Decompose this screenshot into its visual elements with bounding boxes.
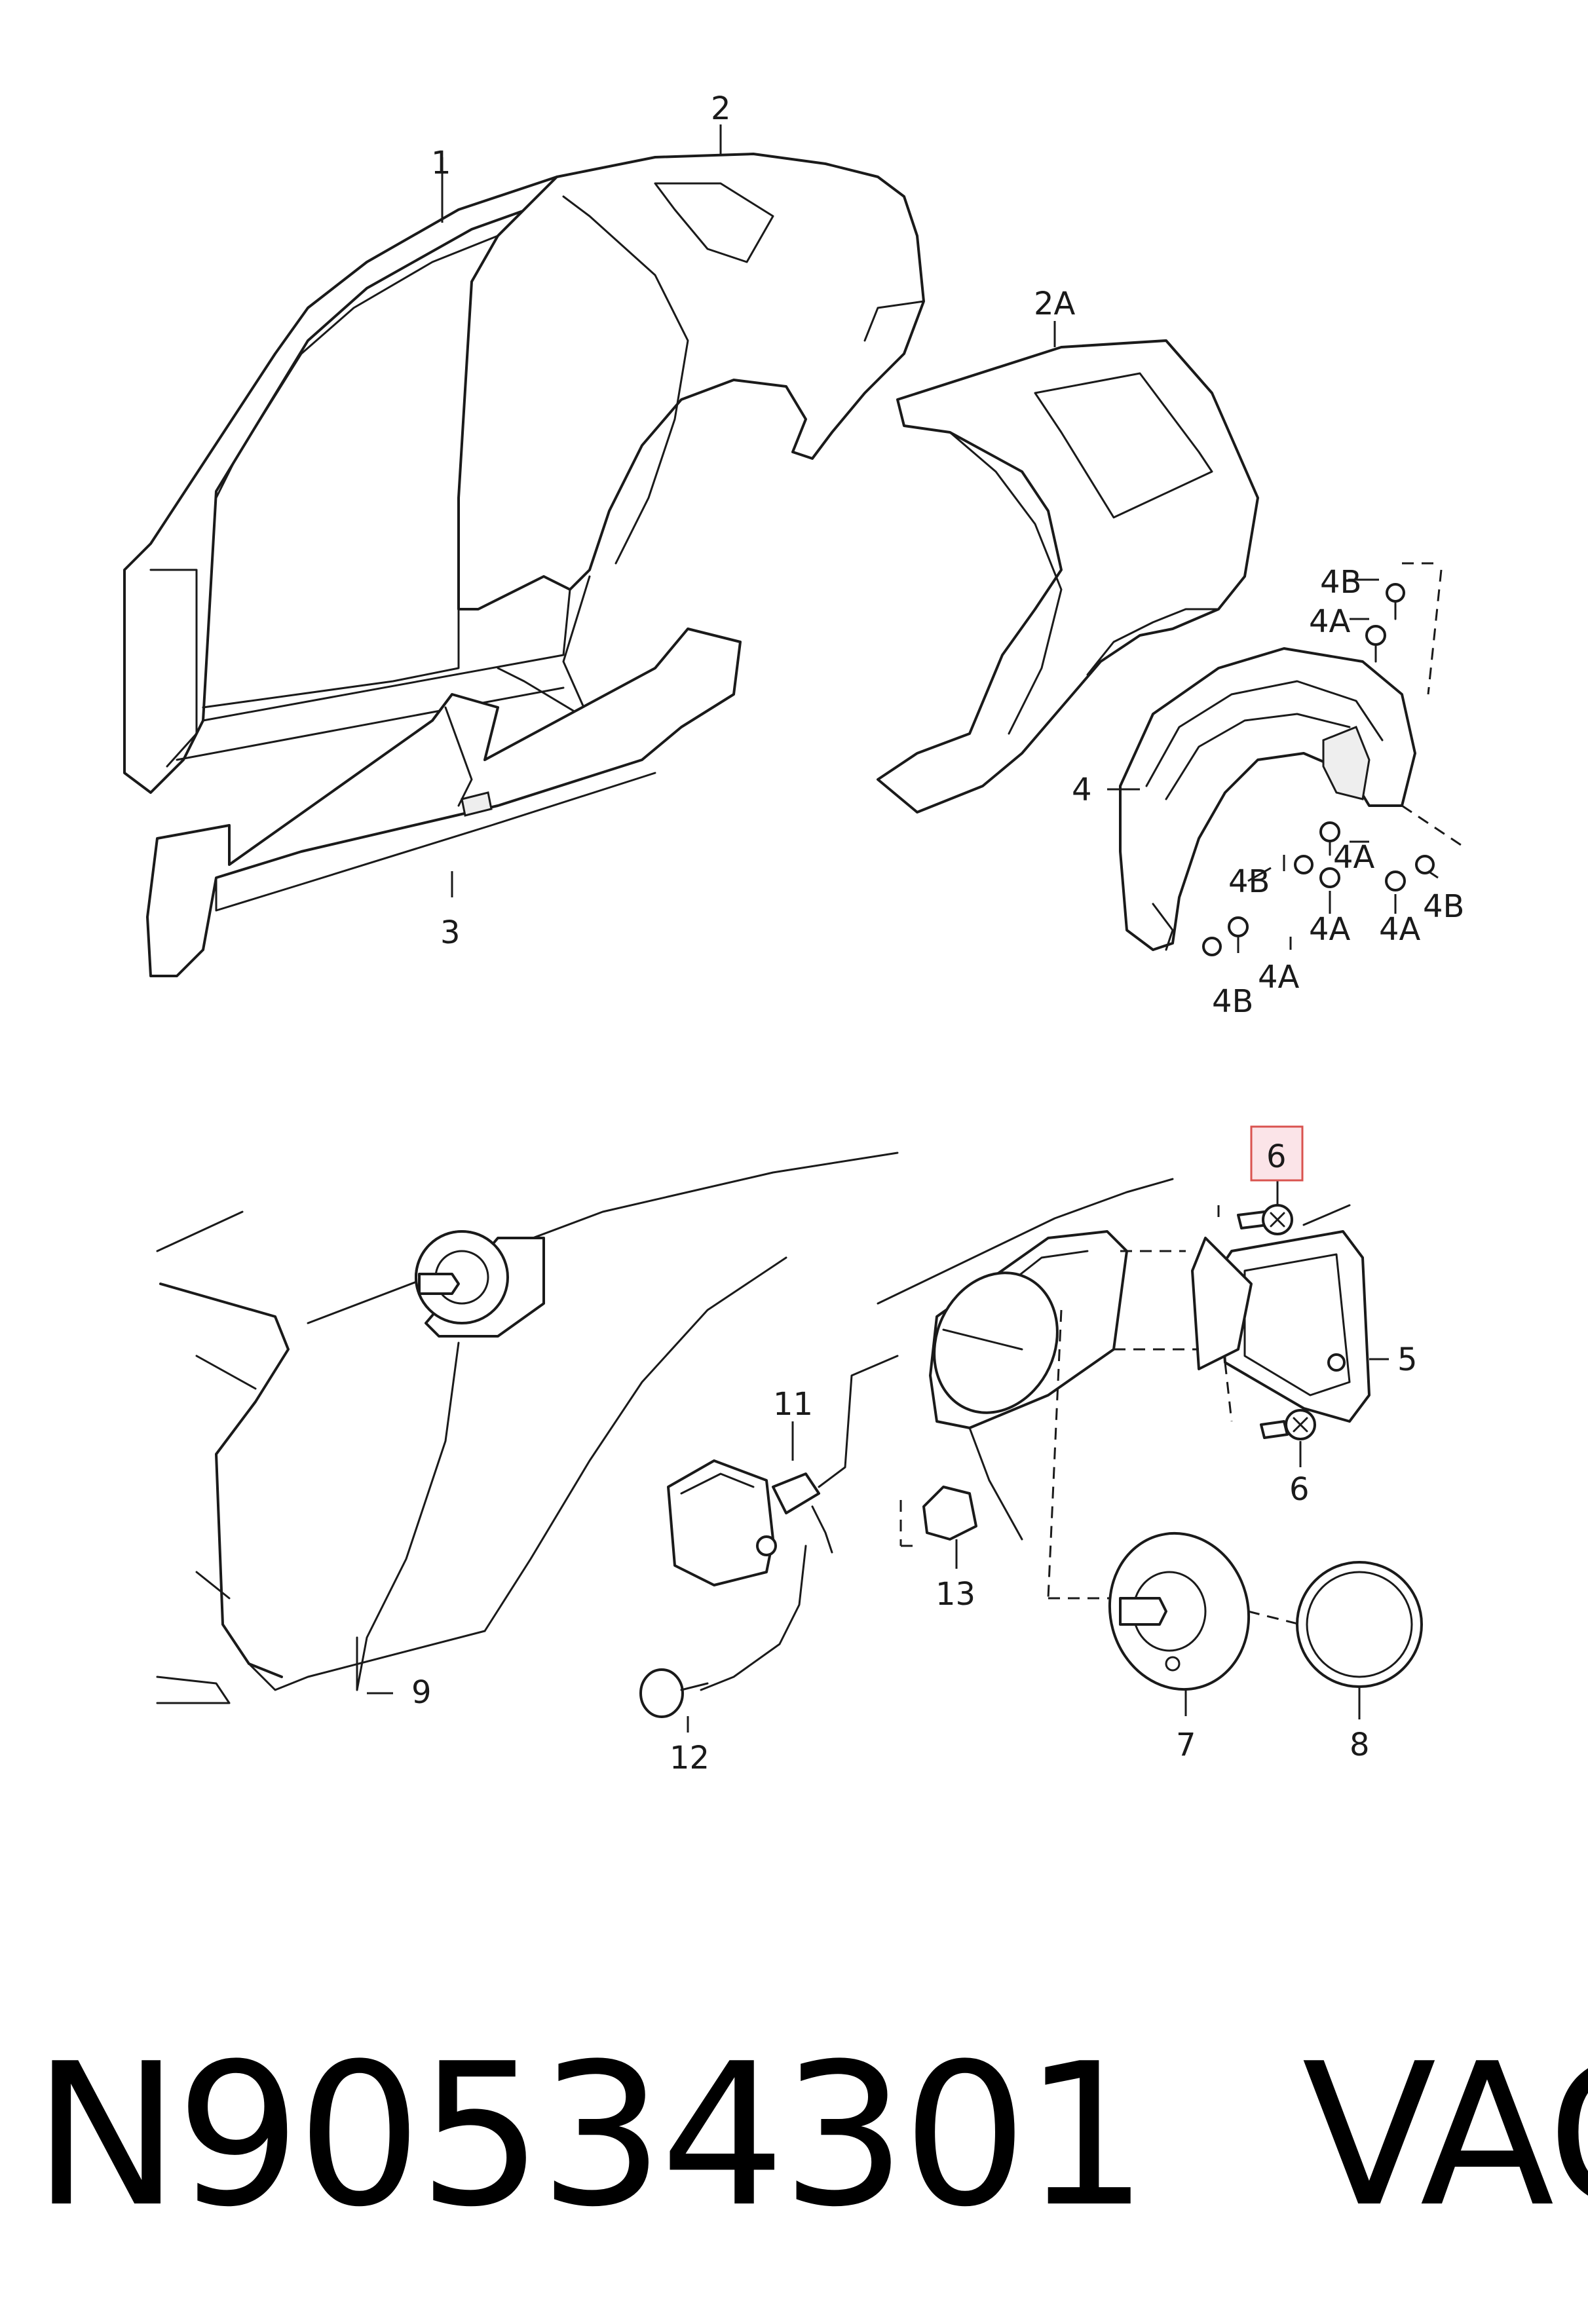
callout-5: 5 — [1397, 1341, 1418, 1378]
part-number: N90534301 — [33, 2021, 1148, 2250]
callout-11: 11 — [773, 1386, 813, 1423]
callout-4a-mid: 4A — [1333, 839, 1375, 876]
wheelhouse-liner-part-4 — [1119, 562, 1462, 951]
side-panel-part-1 — [123, 176, 565, 794]
callout-12: 12 — [670, 1740, 709, 1776]
callout-4b-top: 4B — [1320, 564, 1361, 601]
fuel-filler-housing — [877, 1178, 1174, 1600]
callout-2a: 2A — [1034, 286, 1076, 322]
fuel-flap-part-5 — [1114, 1204, 1371, 1423]
callout-4: 4 — [1072, 772, 1092, 808]
callout-9: 9 — [411, 1674, 432, 1711]
callout-6-bottom: 6 — [1289, 1471, 1310, 1508]
callout-4a-right: 4A — [1379, 911, 1421, 948]
callout-7: 7 — [1176, 1727, 1196, 1763]
fasteners-4a-4b — [1202, 583, 1435, 956]
callout-1: 1 — [431, 145, 451, 181]
footer: N90534301 VAG — [33, 2017, 1588, 2253]
buffer-part-13 — [899, 1486, 977, 1547]
brand-name: VAG — [1302, 2021, 1588, 2250]
callout-6-top: 6 — [1266, 1138, 1287, 1175]
body-side-part-2 — [176, 153, 925, 761]
callout-4b-left: 4B — [1228, 863, 1270, 900]
actuator-part-11 — [667, 1355, 899, 1691]
callout-3: 3 — [440, 914, 461, 951]
screw-part-6-bottom — [1260, 1409, 1316, 1440]
leader-lines — [367, 124, 1439, 1733]
filler-neck-part-7 — [1108, 1531, 1301, 1691]
quarter-panel-part-2a — [877, 339, 1259, 814]
callout-4a-bottom: 4A — [1258, 959, 1300, 996]
callout-4a-center: 4A — [1309, 911, 1351, 948]
seal-ring-part-8 — [1296, 1561, 1423, 1688]
callout-4b-bottom: 4B — [1212, 983, 1253, 1020]
callout-4a-top: 4A — [1309, 603, 1351, 640]
callout-4b-right: 4B — [1423, 888, 1464, 925]
filler-body-panel — [156, 1152, 899, 1704]
release-cable-part-12 — [639, 1668, 709, 1718]
parts-diagram: 1 2 2A 3 4 4B 4A 4A 4B 4A 4A 4B 4A 4B 6 … — [123, 90, 1464, 1776]
callout-2: 2 — [711, 90, 731, 127]
screw-part-6-top — [1237, 1204, 1293, 1235]
sill-panel-part-3 — [146, 628, 742, 977]
callout-13: 13 — [936, 1576, 975, 1613]
highlight-box — [1250, 1125, 1304, 1182]
callout-8: 8 — [1350, 1727, 1370, 1763]
